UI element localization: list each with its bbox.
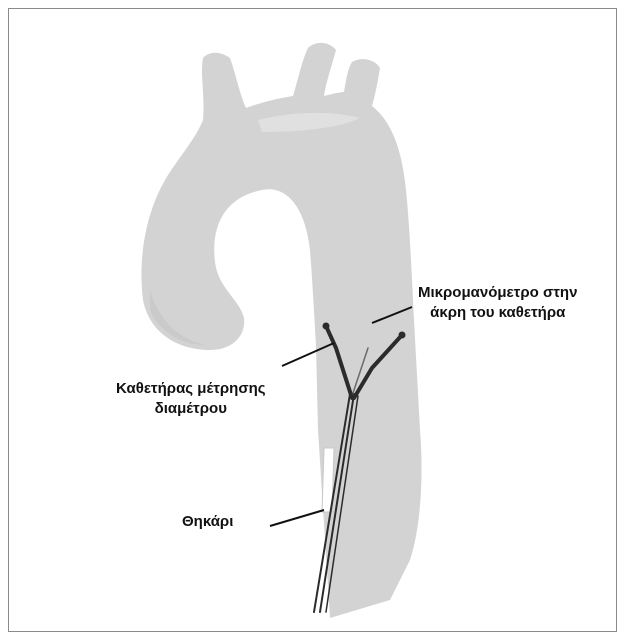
- label-tip-line-2: άκρη του καθετήρα: [418, 303, 577, 323]
- arm-tip-right: [399, 332, 406, 339]
- label-tip-micromanometer: Μικρομανόμετρο στην άκρη του καθετήρα: [418, 283, 577, 323]
- label-measure-line-1: Καθετήρας μέτρησης: [116, 379, 266, 399]
- label-sheath: Θηκάρι: [182, 512, 233, 532]
- arm-tip-left: [323, 323, 330, 330]
- leader-sheath: [270, 510, 324, 526]
- label-tip-line-1: Μικρομανόμετρο στην: [418, 283, 577, 303]
- label-sheath-text: Θηκάρι: [182, 512, 233, 532]
- label-measure-line-2: διαμέτρου: [116, 399, 266, 419]
- label-measuring-catheter: Καθετήρας μέτρησης διαμέτρου: [116, 379, 266, 419]
